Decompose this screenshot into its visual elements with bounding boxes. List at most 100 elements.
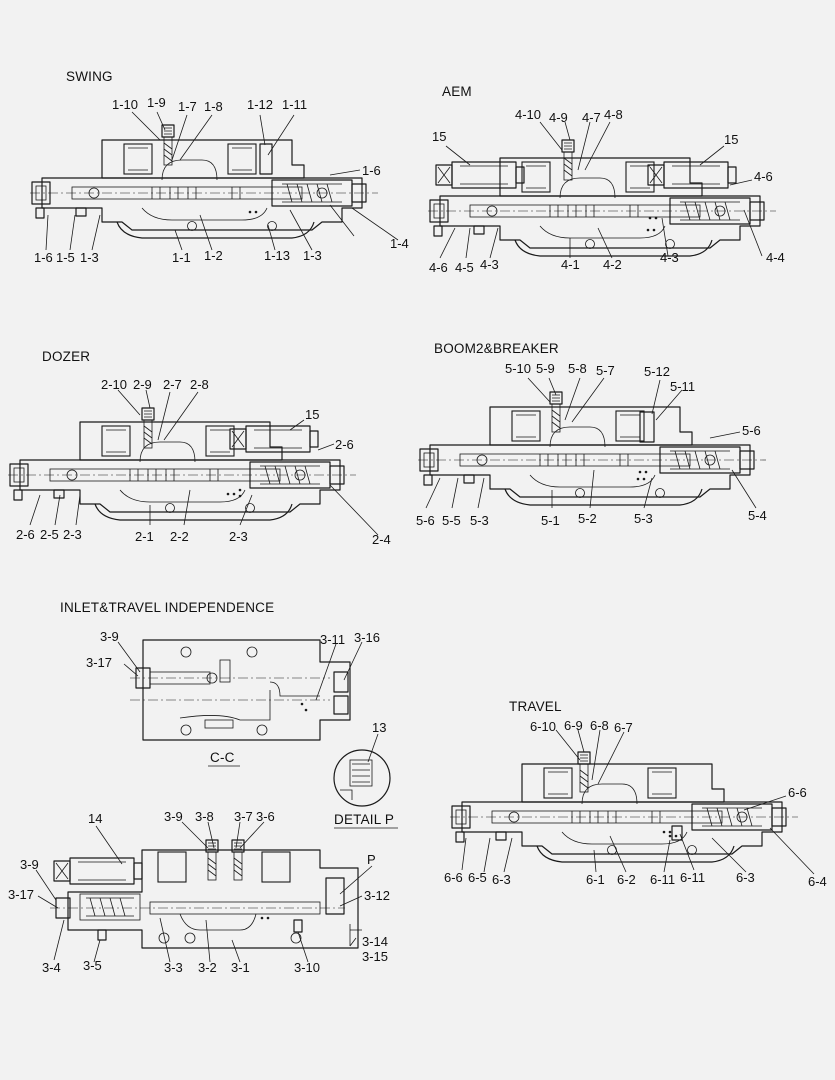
swing-label: 1-10 bbox=[112, 97, 138, 112]
inlet-main-label: 3-3 bbox=[164, 960, 183, 975]
inlet-main-label: 3-5 bbox=[83, 958, 102, 973]
aem-title: AEM bbox=[442, 84, 472, 99]
boom2-labels: 5-10 5-9 5-8 5-7 5-12 5-11 5-6 5-6 5-5 5… bbox=[416, 361, 767, 528]
swing-label: 1-1 bbox=[172, 250, 191, 265]
dozer-label: 2-9 bbox=[133, 377, 152, 392]
travel-view: TRAVEL 6-10 6-9 6-8 6-7 6-6 6-6 6-5 6-3 … bbox=[444, 699, 827, 889]
dozer-label: 2-7 bbox=[163, 377, 182, 392]
dozer-label: 2-1 bbox=[135, 529, 154, 544]
inlet-main-leaders bbox=[35, 821, 373, 963]
inlet-main-label: 3-6 bbox=[256, 809, 275, 824]
detail-p-view: 13 DETAIL P bbox=[333, 720, 398, 829]
boom2-label: 5-4 bbox=[748, 508, 767, 523]
dozer-label: 2-4 bbox=[372, 532, 391, 547]
dozer-labels: 2-10 2-9 2-7 2-8 15 2-6 2-6 2-5 2-3 2-1 … bbox=[16, 377, 391, 547]
dozer-label: 2-8 bbox=[190, 377, 209, 392]
swing-label: 1-3 bbox=[80, 250, 99, 265]
dozer-label: 2-6 bbox=[335, 437, 354, 452]
travel-label: 6-3 bbox=[736, 870, 755, 885]
travel-label: 6-11 bbox=[650, 872, 675, 887]
inlet-view: INLET&TRAVEL INDEPENDENCE 3-9 3-17 3-11 … bbox=[60, 600, 380, 767]
swing-label: 1-6 bbox=[362, 163, 381, 178]
travel-label: 6-5 bbox=[468, 870, 487, 885]
boom2-label: 5-8 bbox=[568, 361, 587, 376]
swing-label: 1-7 bbox=[178, 99, 197, 114]
aem-label: 4-8 bbox=[604, 107, 623, 122]
swing-label: 1-13 bbox=[264, 248, 290, 263]
swing-title: SWING bbox=[66, 69, 113, 84]
inlet-main-view: 14 3-9 3-8 3-7 3-6 P 3-9 3-17 3-12 3-4 3… bbox=[8, 809, 390, 975]
inlet-label: 3-9 bbox=[100, 629, 119, 644]
boom2-label: 5-9 bbox=[536, 361, 555, 376]
travel-labels: 6-10 6-9 6-8 6-7 6-6 6-6 6-5 6-3 6-1 6-2… bbox=[444, 718, 827, 889]
inlet-main-label: 3-14 bbox=[362, 934, 388, 949]
dozer-label: 15 bbox=[305, 407, 319, 422]
travel-label: 6-9 bbox=[564, 718, 583, 733]
boom2-label: 5-6 bbox=[416, 513, 435, 528]
swing-label: 1-9 bbox=[147, 95, 166, 110]
aem-label: 4-9 bbox=[549, 110, 568, 125]
swing-label: 1-6 bbox=[34, 250, 53, 265]
boom2-label: 5-10 bbox=[505, 361, 531, 376]
inlet-main-label: 3-12 bbox=[364, 888, 390, 903]
inlet-main-label: 3-9 bbox=[20, 857, 39, 872]
boom2-label: 5-3 bbox=[634, 511, 653, 526]
inlet-label: 3-11 bbox=[320, 632, 345, 647]
swing-leaders bbox=[45, 111, 399, 251]
dozer-label: 2-5 bbox=[40, 527, 59, 542]
inlet-labels: 3-9 3-17 3-11 3-16 bbox=[86, 629, 380, 670]
swing-view: SWING 1-10 1-9 1-7 1-8 1-12 1-11 1-6 1-6… bbox=[29, 69, 409, 265]
travel-leaders bbox=[461, 729, 815, 875]
aem-label: 4-3 bbox=[660, 250, 679, 265]
inlet-main-label: 3-9 bbox=[164, 809, 183, 824]
inlet-main-label: 3-7 bbox=[234, 809, 253, 824]
dozer-label: 2-10 bbox=[101, 377, 127, 392]
boom2-leaders bbox=[425, 377, 757, 509]
travel-label: 6-8 bbox=[590, 718, 609, 733]
travel-label: 6-7 bbox=[614, 720, 633, 735]
travel-label: 6-2 bbox=[617, 872, 636, 887]
aem-view: AEM 4-10 4-9 4-7 4-8 15 15 4-6 4-6 4-5 4… bbox=[427, 84, 785, 275]
boom2-title: BOOM2&BREAKER bbox=[434, 341, 559, 356]
swing-label: 1-11 bbox=[282, 97, 307, 112]
travel-label: 6-4 bbox=[808, 874, 827, 889]
section-cc-title: C-C bbox=[210, 750, 235, 765]
detail-p-label: 13 bbox=[372, 720, 386, 735]
dozer-view: DOZER 2-10 2-9 2-7 2-8 15 2-6 2-6 2-5 2-… bbox=[7, 349, 391, 547]
swing-label: 1-3 bbox=[303, 248, 322, 263]
inlet-label: 3-16 bbox=[354, 630, 380, 645]
travel-title: TRAVEL bbox=[509, 699, 562, 714]
inlet-leaders bbox=[117, 641, 363, 701]
aem-label: 4-10 bbox=[515, 107, 541, 122]
inlet-main-label: 3-1 bbox=[231, 960, 250, 975]
travel-label: 6-6 bbox=[788, 785, 807, 800]
boom2-view: BOOM2&BREAKER 5-10 5-9 5-8 5-7 5-12 5-11… bbox=[416, 341, 767, 528]
dozer-leaders bbox=[29, 389, 379, 536]
aem-label: 4-6 bbox=[429, 260, 448, 275]
detail-p-title: DETAIL P bbox=[334, 812, 394, 827]
travel-label: 6-1 bbox=[586, 872, 605, 887]
inlet-label: 3-17 bbox=[86, 655, 112, 670]
swing-label: 1-2 bbox=[204, 248, 223, 263]
inlet-main-label: 3-10 bbox=[294, 960, 320, 975]
boom2-label: 5-6 bbox=[742, 423, 761, 438]
boom2-label: 5-2 bbox=[578, 511, 597, 526]
boom2-label: 5-12 bbox=[644, 364, 670, 379]
inlet-main-labels: 14 3-9 3-8 3-7 3-6 P 3-9 3-17 3-12 3-4 3… bbox=[8, 809, 390, 975]
boom2-label: 5-5 bbox=[442, 513, 461, 528]
travel-label: 6-11 bbox=[680, 870, 705, 885]
travel-label: 6-6 bbox=[444, 870, 463, 885]
aem-label: 4-5 bbox=[455, 260, 474, 275]
aem-label: 15 bbox=[724, 132, 738, 147]
swing-label: 1-12 bbox=[247, 97, 273, 112]
inlet-title: INLET&TRAVEL INDEPENDENCE bbox=[60, 600, 274, 615]
aem-label: 4-7 bbox=[582, 110, 601, 125]
swing-label: 1-8 bbox=[204, 99, 223, 114]
travel-label: 6-10 bbox=[530, 719, 556, 734]
inlet-main-label: 3-2 bbox=[198, 960, 217, 975]
boom2-label: 5-11 bbox=[670, 379, 695, 394]
boom2-label: 5-1 bbox=[541, 513, 560, 528]
aem-label: 4-1 bbox=[561, 257, 580, 272]
aem-label: 4-6 bbox=[754, 169, 773, 184]
